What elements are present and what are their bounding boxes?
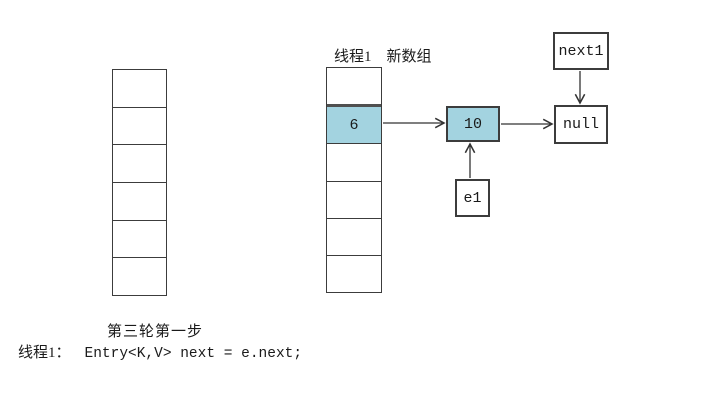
array-cell xyxy=(327,68,381,104)
array-cell xyxy=(327,143,381,180)
array-cell xyxy=(113,257,166,295)
thread-label: 线程1 xyxy=(334,49,372,65)
pointer-e1: e1 xyxy=(455,179,490,217)
array-cell xyxy=(113,70,166,107)
array-cell xyxy=(327,180,381,218)
array-cell xyxy=(113,182,166,220)
caption-code-text: Entry<K,V> next = e.next; xyxy=(84,346,303,362)
old-array xyxy=(112,69,167,296)
new-array: 6 xyxy=(326,67,382,293)
node-10: 10 xyxy=(446,106,500,142)
array-cell xyxy=(113,219,166,258)
array-cell xyxy=(327,254,381,292)
node-null: null xyxy=(554,105,608,144)
caption-thread-label: 线程1： xyxy=(18,345,71,361)
array-cell xyxy=(113,106,166,145)
code-caption: 线程1： Entry<K,V> next = e.next; xyxy=(18,341,302,362)
array-cell-highlighted: 6 xyxy=(327,104,381,144)
array-cell xyxy=(327,217,381,255)
new-array-label: 线程1 新数组 xyxy=(334,45,432,66)
pointer-next1: next1 xyxy=(553,32,609,70)
new-array-title: 新数组 xyxy=(386,49,432,65)
step-title: 第三轮第一步 xyxy=(107,324,204,340)
array-cell xyxy=(113,144,166,182)
